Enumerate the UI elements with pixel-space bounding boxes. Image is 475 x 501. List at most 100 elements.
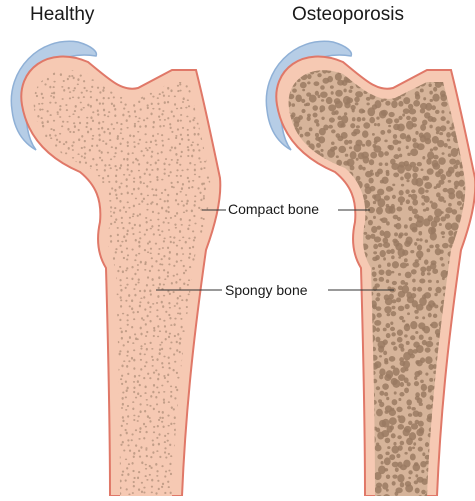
- pore: [177, 377, 179, 379]
- pore: [405, 136, 411, 142]
- pore: [200, 168, 202, 171]
- pore: [374, 123, 377, 126]
- pore: [357, 466, 364, 472]
- pore: [191, 489, 193, 491]
- pore: [320, 202, 327, 208]
- pore: [386, 172, 390, 176]
- pore: [313, 237, 318, 242]
- pore: [169, 293, 171, 295]
- pore: [90, 116, 92, 119]
- pore: [49, 377, 51, 379]
- pore: [104, 114, 106, 116]
- pore: [446, 170, 452, 177]
- pore: [23, 251, 25, 253]
- pore: [169, 347, 171, 349]
- pore: [219, 434, 221, 436]
- pore: [158, 488, 160, 490]
- pore: [41, 103, 43, 105]
- pore: [168, 314, 170, 316]
- pore: [35, 428, 37, 430]
- pore: [173, 236, 175, 238]
- pore: [309, 402, 316, 409]
- pore: [279, 395, 287, 403]
- pore: [55, 134, 57, 136]
- pore: [223, 151, 225, 154]
- pore: [399, 316, 404, 320]
- pore: [278, 328, 286, 336]
- pore: [362, 110, 366, 113]
- pore: [344, 463, 351, 469]
- pore: [429, 378, 433, 382]
- pore: [195, 479, 197, 482]
- pore: [305, 424, 310, 430]
- pore: [167, 194, 169, 196]
- pore: [452, 431, 460, 438]
- pore: [139, 403, 141, 405]
- pore: [31, 272, 33, 274]
- pore: [102, 63, 104, 65]
- pore: [434, 186, 438, 189]
- pore: [127, 111, 129, 113]
- pore: [96, 470, 98, 472]
- pore: [295, 308, 299, 313]
- pore: [225, 420, 227, 422]
- pore: [328, 469, 334, 475]
- pore: [379, 69, 387, 76]
- pore: [113, 128, 115, 130]
- pore: [448, 230, 453, 236]
- pore: [222, 48, 224, 51]
- pore: [327, 350, 330, 353]
- pore: [159, 283, 161, 286]
- pore: [81, 147, 83, 149]
- pore: [193, 391, 195, 393]
- pore: [386, 397, 389, 401]
- pore: [61, 211, 63, 213]
- pore: [109, 139, 111, 141]
- pore: [186, 306, 188, 308]
- pore: [137, 131, 139, 133]
- pore: [374, 320, 381, 326]
- pore: [311, 419, 317, 424]
- pore: [167, 117, 169, 119]
- pore: [273, 52, 277, 56]
- pore: [132, 67, 134, 69]
- pore: [305, 452, 312, 460]
- pore: [287, 397, 294, 404]
- pore: [370, 152, 377, 159]
- pore: [147, 276, 149, 278]
- pore: [335, 90, 343, 97]
- pore: [161, 140, 163, 142]
- pore: [164, 492, 166, 494]
- pore: [137, 282, 139, 284]
- pore: [135, 397, 137, 399]
- pore: [117, 227, 119, 229]
- pore: [425, 442, 429, 447]
- pore: [285, 235, 288, 238]
- pore: [152, 60, 154, 62]
- pore: [38, 173, 40, 176]
- pore: [170, 455, 172, 457]
- pore: [176, 273, 178, 275]
- pore: [104, 297, 106, 299]
- pore: [131, 56, 133, 58]
- pore: [143, 423, 145, 426]
- pore: [391, 332, 395, 336]
- pore: [51, 488, 53, 490]
- pore: [127, 314, 129, 316]
- pore: [456, 491, 460, 495]
- pore: [456, 357, 460, 361]
- pore: [159, 93, 161, 95]
- pore: [217, 425, 219, 428]
- pore: [59, 116, 61, 118]
- pore: [419, 278, 425, 283]
- pore: [271, 161, 279, 167]
- pore: [134, 273, 136, 275]
- pore: [379, 269, 385, 275]
- pore: [60, 491, 62, 494]
- pore: [175, 281, 177, 284]
- pore: [326, 305, 331, 309]
- pore: [91, 375, 93, 377]
- pore: [370, 64, 375, 68]
- pore: [320, 85, 325, 89]
- pore: [316, 244, 322, 252]
